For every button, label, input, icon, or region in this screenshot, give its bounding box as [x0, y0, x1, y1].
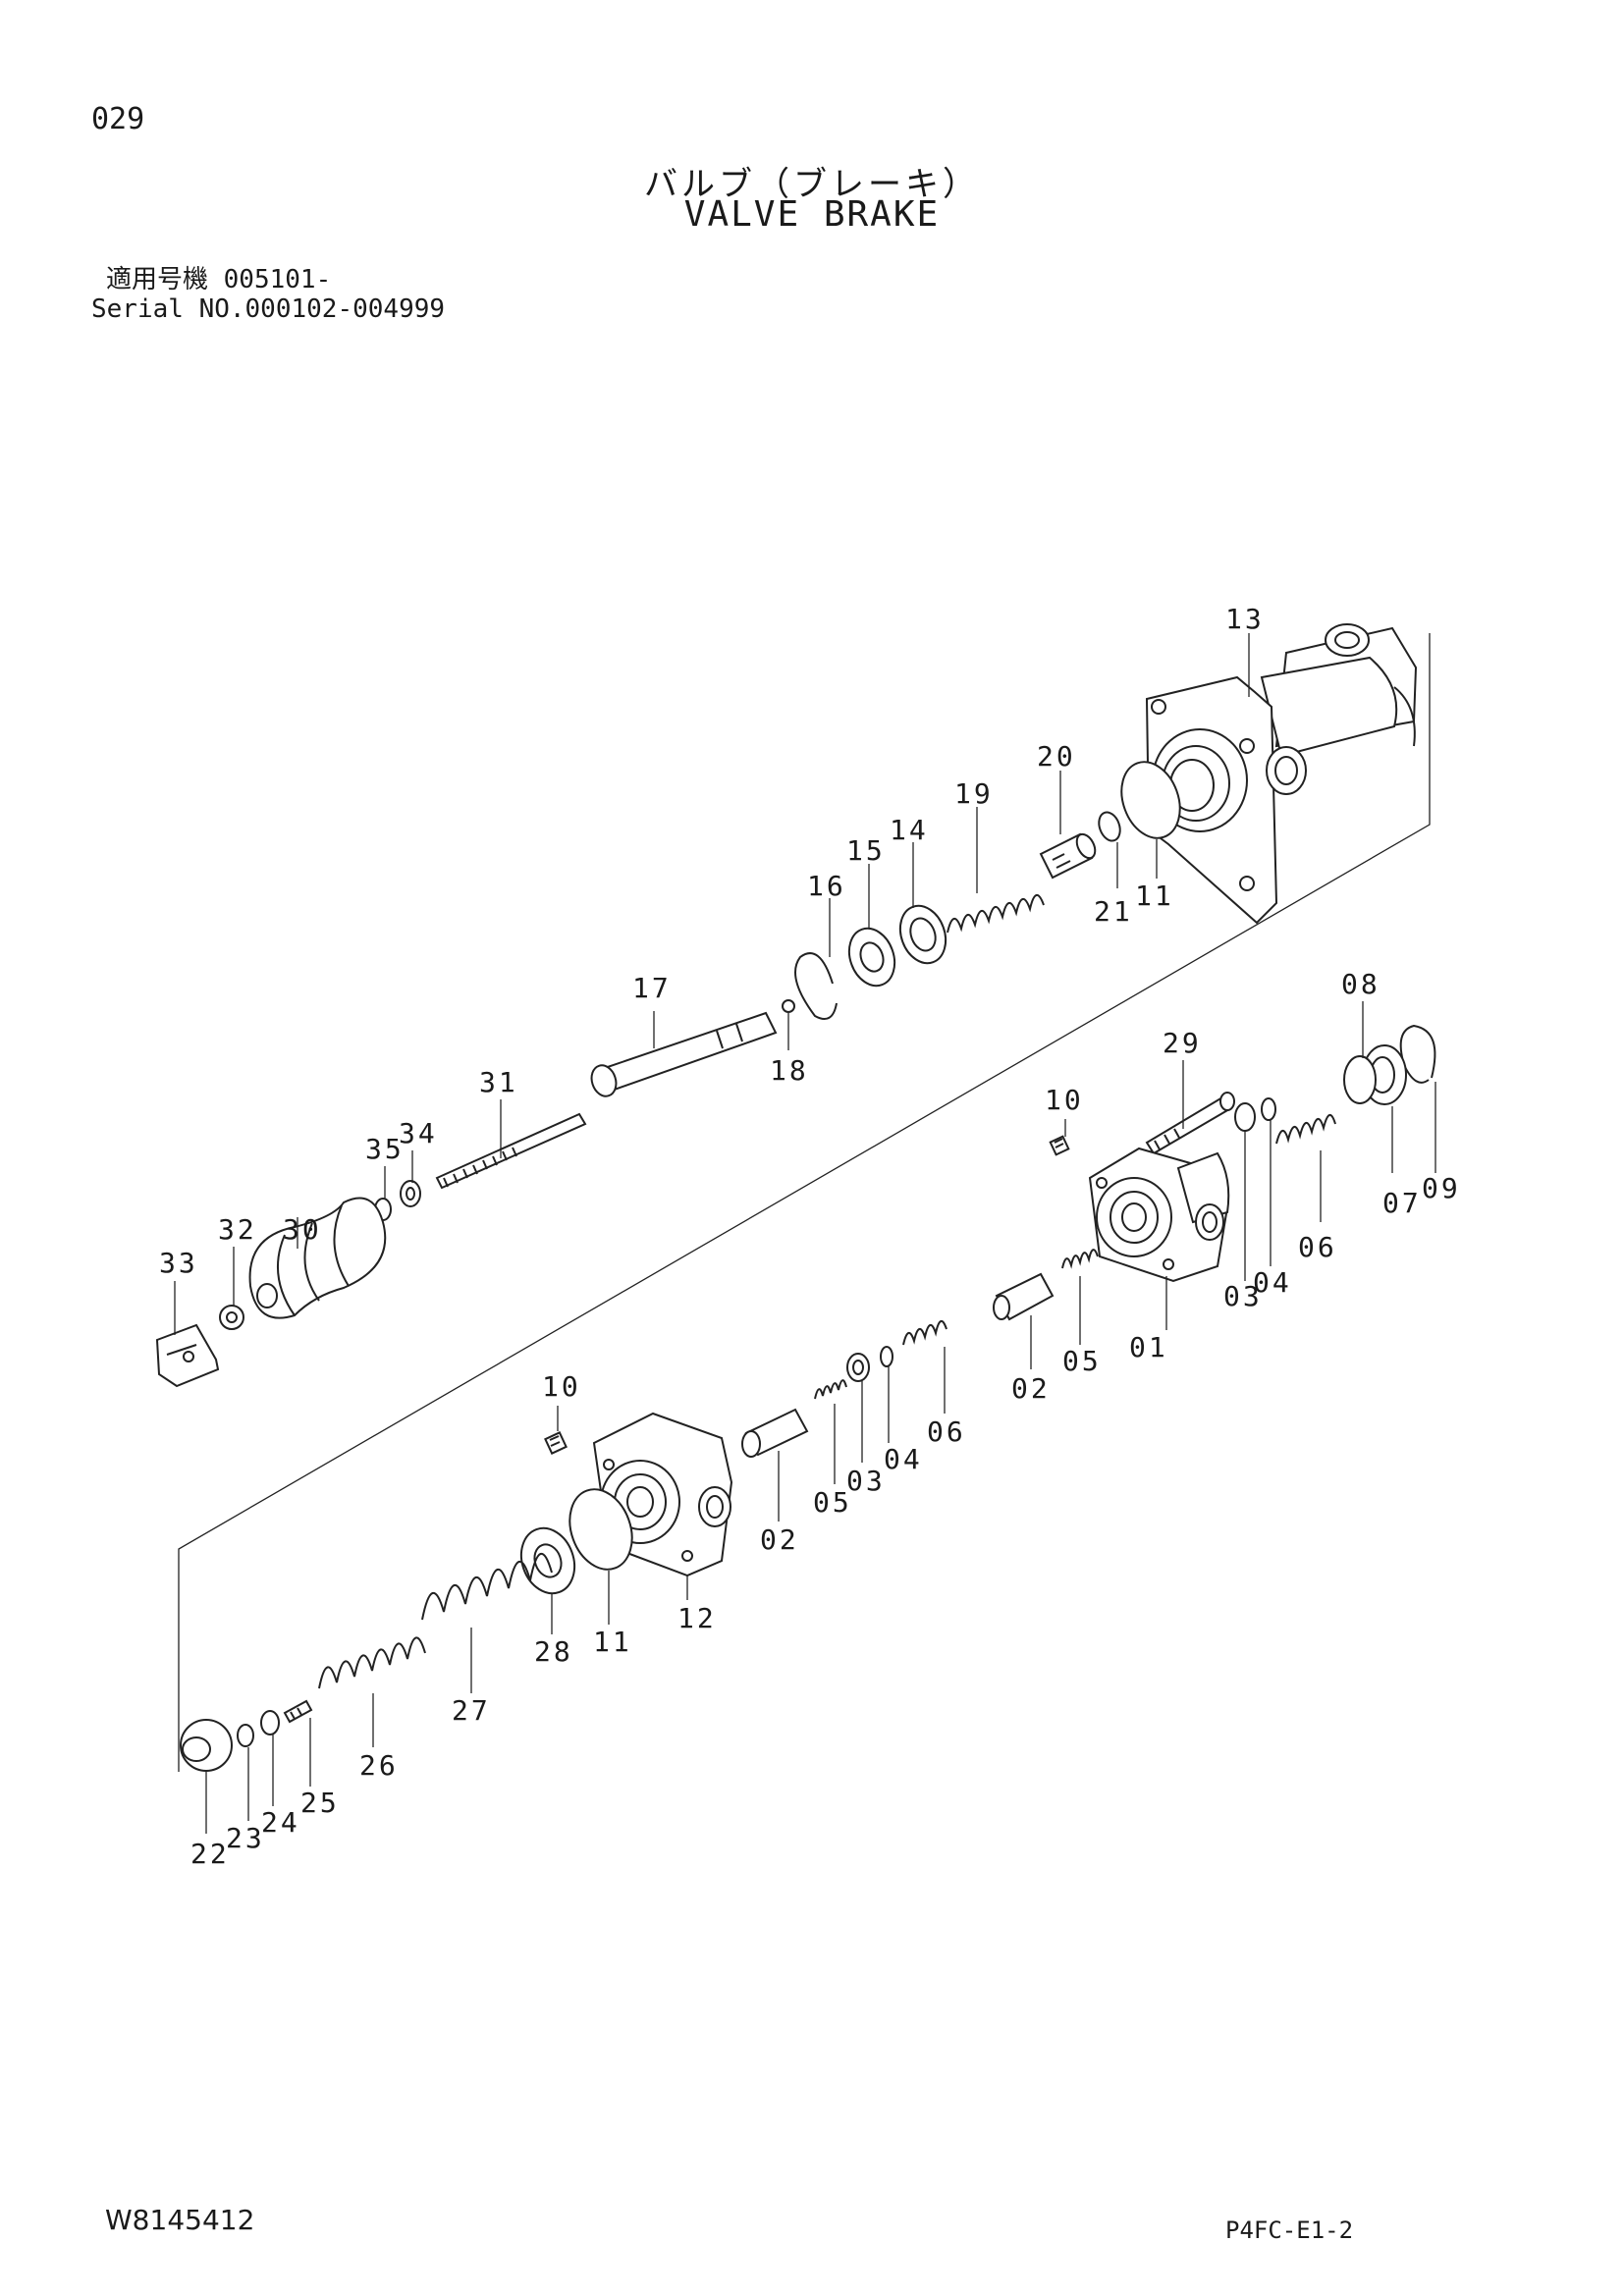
callout-04a: 04	[1253, 1266, 1292, 1299]
callout-16: 16	[807, 870, 846, 902]
screw-part-25	[283, 1699, 313, 1724]
clevis-part-33	[155, 1323, 220, 1388]
callout-05b: 05	[813, 1486, 852, 1519]
callout-06b: 06	[927, 1415, 966, 1448]
serial-range-english: Serial NO.000102-004999	[91, 294, 446, 324]
boot-part-30	[248, 1197, 387, 1319]
washer-part-15	[847, 927, 896, 988]
plate-part-22	[180, 1719, 233, 1772]
ball-part-18	[782, 999, 795, 1013]
callout-25: 25	[300, 1787, 340, 1819]
callout-21: 21	[1094, 895, 1133, 928]
callout-10b: 10	[542, 1370, 581, 1403]
spring-part-05-lower	[814, 1379, 847, 1400]
callout-24: 24	[261, 1806, 300, 1839]
callout-23: 23	[226, 1822, 265, 1854]
bearing-part-14	[898, 904, 947, 965]
valve-body-part-01	[1088, 1147, 1230, 1283]
callout-30: 30	[283, 1213, 322, 1246]
callout-labels: 13 20 19 14 15 16 21 11 17 18 08 29 31 1…	[159, 603, 1461, 1870]
callout-03a: 03	[1223, 1280, 1263, 1312]
bolt-part-29	[1145, 1092, 1235, 1155]
leader-lines	[174, 633, 1436, 1834]
spring-part-26	[318, 1636, 426, 1689]
washer-part-24	[260, 1710, 280, 1735]
plunger-part-20	[1039, 832, 1097, 880]
set-screw-part-10-lower	[544, 1431, 568, 1455]
callout-13: 13	[1225, 603, 1265, 635]
callout-33: 33	[159, 1247, 198, 1279]
callout-07: 07	[1382, 1187, 1422, 1219]
ring-part-04-upper	[1261, 1097, 1276, 1121]
callout-26: 26	[359, 1749, 399, 1782]
callout-08: 08	[1341, 968, 1380, 1000]
o-ring-part-21	[1098, 811, 1121, 842]
assembly-boundary-line	[178, 633, 1431, 1772]
washer-part-03-upper	[1234, 1102, 1256, 1132]
callout-34: 34	[399, 1117, 438, 1149]
title-english: VALVE BRAKE	[683, 194, 941, 235]
callout-11b: 11	[593, 1626, 632, 1658]
ring-part-04-lower	[880, 1346, 893, 1367]
snap-ring-part-16	[794, 952, 838, 1020]
callout-18: 18	[770, 1054, 809, 1087]
washer-part-03-lower	[846, 1353, 870, 1382]
callout-06a: 06	[1298, 1231, 1337, 1263]
callout-12: 12	[677, 1602, 717, 1634]
set-screw-part-10-upper	[1049, 1135, 1070, 1156]
callout-01: 01	[1129, 1331, 1168, 1363]
callout-35: 35	[365, 1133, 405, 1165]
seal-part-08	[1343, 1055, 1377, 1104]
callout-22: 22	[190, 1838, 230, 1870]
callout-27: 27	[452, 1694, 491, 1727]
serial-range-japanese: 適用号機 005101-	[106, 265, 332, 294]
spring-part-19	[947, 894, 1045, 934]
o-ring-part-11-lower	[568, 1488, 633, 1571]
callout-04b: 04	[884, 1443, 923, 1475]
callout-17: 17	[632, 972, 672, 1004]
callout-11a: 11	[1135, 880, 1174, 912]
nut-part-32	[219, 1305, 244, 1330]
callout-31: 31	[479, 1066, 518, 1098]
spring-part-06-upper	[1275, 1114, 1336, 1145]
housing-part-13	[1145, 623, 1418, 925]
spring-part-06-lower	[902, 1320, 947, 1346]
nut-part-34	[400, 1180, 421, 1207]
callout-09: 09	[1422, 1172, 1461, 1204]
spring-part-27	[421, 1552, 553, 1621]
spool-part-02-lower	[741, 1408, 809, 1458]
page-number: 029	[91, 102, 145, 136]
callout-14: 14	[890, 814, 929, 846]
title-japanese: バルブ（ブレーキ）	[644, 165, 980, 204]
callout-32: 32	[218, 1213, 257, 1246]
callout-10a: 10	[1045, 1084, 1084, 1116]
spring-part-05-upper	[1061, 1249, 1099, 1269]
callout-03b: 03	[846, 1465, 886, 1497]
rod-part-31	[435, 1112, 587, 1190]
o-ring-part-11-upper	[1120, 761, 1181, 839]
spool-part-02-upper	[993, 1272, 1055, 1321]
callout-28: 28	[534, 1635, 573, 1668]
snap-ring-part-09	[1399, 1024, 1436, 1084]
ring-part-23	[237, 1724, 254, 1747]
callout-29: 29	[1163, 1027, 1202, 1059]
sleeve-part-17	[590, 1011, 778, 1097]
callout-20: 20	[1037, 740, 1076, 773]
drawing-code: W8145412	[105, 2204, 255, 2236]
callout-19: 19	[954, 777, 994, 810]
callout-02a: 02	[1011, 1372, 1051, 1405]
callout-15: 15	[846, 834, 886, 867]
callout-05a: 05	[1062, 1345, 1102, 1377]
page-code: P4FC-E1-2	[1225, 2216, 1354, 2244]
callout-02b: 02	[760, 1523, 799, 1556]
